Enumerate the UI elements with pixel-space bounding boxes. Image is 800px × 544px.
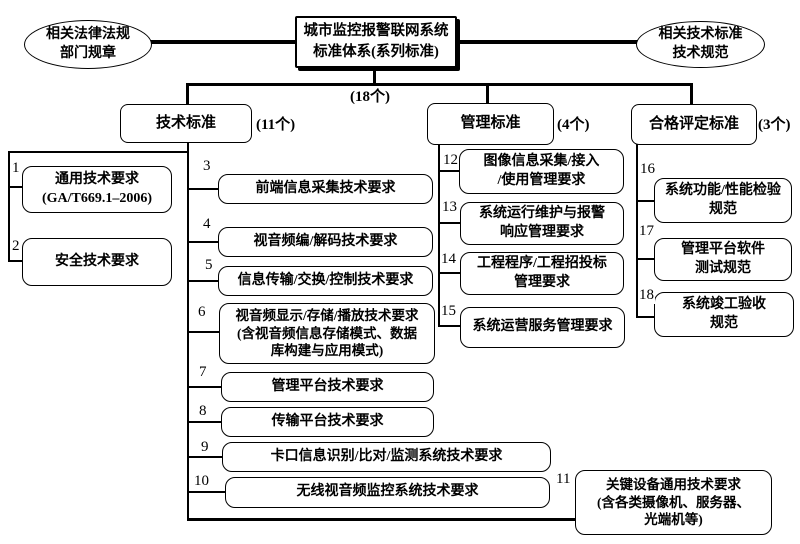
item-16-number: 16 [639, 161, 656, 178]
item-8-number: 8 [198, 403, 208, 420]
item-12-number: 12 [442, 152, 459, 169]
branch-tech-count: (11个) [256, 117, 296, 133]
bottom-line-item11 [187, 518, 578, 521]
stub-item18 [636, 316, 656, 318]
stub-item10 [187, 491, 227, 493]
stub-item16 [636, 200, 656, 202]
connector-left-ellipse [148, 40, 297, 44]
item-14-box: 工程程序/工程招投标 管理要求 [460, 252, 624, 295]
item-18-box: 系统竣工验收 规范 [654, 292, 794, 337]
item-2-number: 2 [11, 238, 21, 255]
connector-right-ellipse [458, 40, 638, 44]
tech-left-vline [8, 151, 10, 262]
item-9-box: 卡口信息识别/比对/监测系统技术要求 [222, 442, 551, 472]
stub-item17 [636, 258, 656, 260]
item-3-number: 3 [202, 158, 212, 175]
branch-mgmt: 管理标准 [427, 103, 554, 145]
item-6-number: 6 [197, 304, 207, 321]
item-10-box: 无线视音频监控系统技术要求 [225, 477, 550, 508]
mgmt-spine [438, 141, 440, 327]
ellipse-standards: 相关技术标准 技术规范 [636, 21, 765, 68]
branch-mgmt-count: (4个) [557, 117, 590, 133]
stub-item3 [187, 188, 221, 190]
conf-spine [636, 142, 638, 318]
branch-conf: 合格评定标准 [631, 104, 757, 145]
stub-item7 [187, 386, 223, 388]
item-15-box: 系统运营服务管理要求 [460, 307, 625, 348]
item-17-box: 管理平台软件 测试规范 [654, 238, 792, 281]
stub-item9 [187, 456, 224, 458]
stub-item15 [438, 325, 461, 327]
stub-item2 [8, 260, 26, 262]
stub-item4 [187, 241, 221, 243]
stub-item8 [187, 421, 223, 423]
item-6-box: 视音频显示/存储/播放技术要求 (含视音频信息存储模式、数据 库构建与应用模式) [219, 303, 435, 364]
item-3-box: 前端信息采集技术要求 [218, 174, 433, 204]
item-11-box: 关键设备通用技术要求 (含各类摄像机、服务器、 光端机等) [575, 470, 772, 535]
ellipse-laws: 相关法律法规 部门规章 [24, 20, 152, 69]
item-7-number: 7 [198, 364, 208, 381]
item-13-box: 系统运行维护与报警 响应管理要求 [460, 202, 624, 245]
item-16-box: 系统功能/性能检验 规范 [654, 178, 792, 223]
item-9-number: 9 [200, 439, 210, 456]
item-7-box: 管理平台技术要求 [221, 372, 434, 402]
item-11-number: 11 [555, 471, 572, 488]
stub-item5 [187, 280, 221, 282]
drop-tech [186, 83, 189, 105]
item-1-number: 1 [11, 160, 21, 177]
item-18-number: 18 [638, 287, 655, 304]
distributor-line [186, 83, 693, 86]
total-count-label: (18个) [350, 89, 390, 105]
connector-title-down [373, 67, 376, 84]
tech-left-top-line [8, 151, 189, 153]
item-12-box: 图像信息采集/接入 /使用管理要求 [459, 149, 624, 194]
stub-item12 [438, 170, 461, 172]
item-15-number: 15 [440, 303, 457, 320]
drop-mgmt [486, 83, 489, 104]
branch-conf-count: (3个) [758, 117, 791, 133]
branch-tech: 技术标准 [120, 104, 252, 143]
item-5-number: 5 [204, 257, 214, 274]
stub-item1 [8, 186, 26, 188]
item-1-box: 通用技术要求 (GA/T669.1–2006) [22, 166, 172, 213]
item-17-number: 17 [638, 223, 655, 240]
stub-item6 [187, 331, 221, 333]
title-box: 城市监控报警联网系统 标准体系(系列标准) [295, 16, 457, 68]
item-14-number: 14 [440, 251, 457, 268]
item-10-number: 10 [193, 473, 210, 490]
item-5-box: 信息传输/交换/控制技术要求 [218, 266, 433, 296]
item-2-box: 安全技术要求 [22, 238, 172, 286]
stub-item13 [438, 222, 461, 224]
item-13-number: 13 [441, 199, 458, 216]
item-4-number: 4 [202, 216, 212, 233]
stub-item14 [438, 272, 461, 274]
item-8-box: 传输平台技术要求 [221, 407, 434, 437]
tech-spine [187, 140, 189, 520]
item-4-box: 视音频编/解码技术要求 [218, 227, 433, 257]
drop-conf [690, 83, 693, 105]
